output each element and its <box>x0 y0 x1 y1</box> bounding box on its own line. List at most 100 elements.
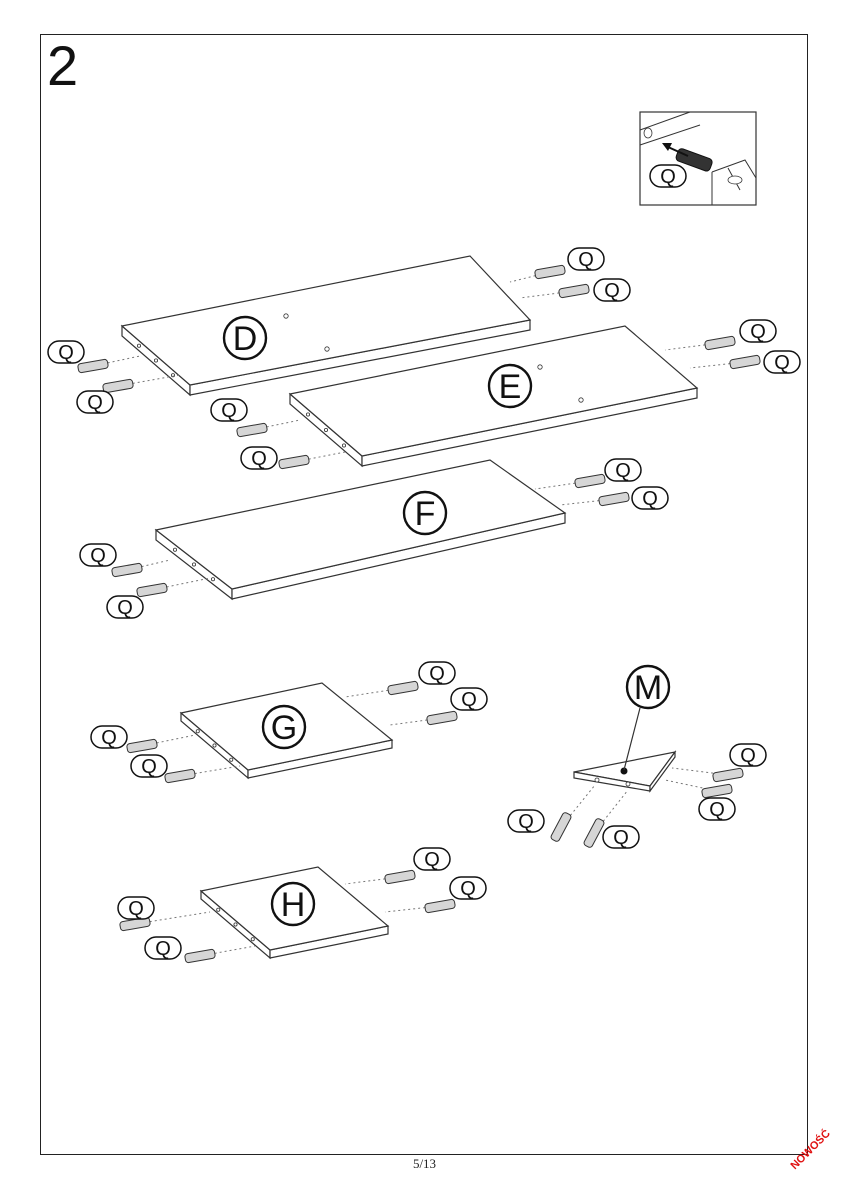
dowel <box>164 765 241 784</box>
q-label-text: Q <box>251 448 267 470</box>
dowel-guide-line <box>593 789 629 834</box>
dowel-pin <box>77 358 109 374</box>
q-label-text: Q <box>740 745 756 767</box>
edge-hole <box>625 781 631 787</box>
q-label: Q <box>604 458 642 482</box>
q-label-oval <box>763 350 801 374</box>
q-label-oval <box>144 936 182 960</box>
q-label-oval <box>418 661 456 685</box>
q-label-oval <box>117 896 155 920</box>
dowel-pin <box>136 582 168 598</box>
board-top <box>288 325 699 457</box>
part-label-f: F <box>415 495 436 533</box>
q-label-oval <box>739 319 777 343</box>
q-label-oval <box>507 809 545 833</box>
leader-line <box>623 707 641 771</box>
dowel <box>689 354 761 370</box>
q-label: Q <box>593 278 631 302</box>
q-label: Q <box>631 486 669 510</box>
dowel <box>344 680 419 698</box>
dowel-pin <box>558 283 590 299</box>
dowel-pin <box>712 767 744 783</box>
dowel <box>136 577 211 598</box>
dowel-guide-line <box>293 451 346 463</box>
board-h: H <box>199 866 390 960</box>
q-label-text: Q <box>461 689 477 711</box>
edge-hole <box>341 443 346 448</box>
dowel <box>111 559 171 578</box>
q-label: Q <box>418 661 456 685</box>
q-label: Q <box>413 847 451 871</box>
q-label: Q <box>450 687 488 711</box>
board-f: F <box>154 459 567 601</box>
q-label-oval <box>450 687 488 711</box>
q-label: Q <box>117 896 155 920</box>
q-label-text: Q <box>117 597 133 619</box>
q-label: Q <box>106 595 144 619</box>
q-label-text: Q <box>709 799 725 821</box>
q-label: Q <box>507 809 545 833</box>
dowel <box>534 473 606 490</box>
board-g: G <box>179 682 394 780</box>
dowel-pin <box>729 354 761 370</box>
q-label-text: Q <box>642 488 658 510</box>
page-frame <box>40 34 808 1155</box>
bracket-m: M <box>573 664 677 793</box>
q-label: Q <box>240 446 278 470</box>
inset-detail <box>639 111 757 206</box>
q-label-oval <box>130 754 168 778</box>
q-label: Q <box>90 725 128 749</box>
dowel <box>389 710 458 726</box>
edge-hole <box>305 412 310 417</box>
part-label-circle <box>402 490 448 536</box>
dowel-pin <box>704 335 736 351</box>
dowel-guide-line <box>664 342 721 351</box>
q-label-text: Q <box>518 811 534 833</box>
q-label-oval <box>240 446 278 470</box>
dowel-pin <box>236 422 268 438</box>
q-label-text: Q <box>141 756 157 778</box>
dowel <box>236 419 301 438</box>
edge-hole <box>250 937 255 942</box>
q-label-oval <box>567 247 605 271</box>
dowel-pin <box>701 783 733 799</box>
dowel-pin <box>574 473 606 489</box>
q-label-text: Q <box>615 460 631 482</box>
dowel-pin <box>426 710 458 726</box>
q-label-text: Q <box>155 938 171 960</box>
dowel <box>550 784 596 842</box>
q-label: Q <box>76 390 114 414</box>
board-top <box>199 866 390 951</box>
edge-hole <box>136 343 141 348</box>
edge-hole <box>594 777 600 783</box>
q-label-oval <box>649 164 687 188</box>
part-label-d: D <box>233 320 258 358</box>
dowel-pin <box>583 818 605 848</box>
q-label-text: Q <box>604 280 620 302</box>
dowel-guide-line <box>689 361 746 369</box>
dowel-pin <box>550 812 572 842</box>
part-label-circle <box>270 881 316 927</box>
dowel-guide-line <box>519 290 575 299</box>
dowel <box>519 283 590 299</box>
dowel <box>278 451 346 470</box>
q-label-oval <box>729 743 767 767</box>
dowel <box>184 945 256 964</box>
q-label-oval <box>76 390 114 414</box>
dowel <box>671 767 744 783</box>
q-label: Q <box>763 350 801 374</box>
board-top <box>154 459 567 590</box>
page-number: 5/13 <box>412 1156 437 1171</box>
dowel-pin <box>111 562 143 578</box>
step-number: 2 <box>47 34 79 97</box>
edge-hole <box>212 743 217 748</box>
q-label-text: Q <box>101 727 117 749</box>
dowel-pin <box>534 264 566 280</box>
q-label-inset: Q <box>649 164 687 188</box>
dowel-guide-line <box>560 784 596 828</box>
q-label-oval <box>449 876 487 900</box>
dowel-guide-line <box>126 559 171 571</box>
dowel-pin <box>598 491 630 507</box>
dowel-guide-line <box>534 480 591 490</box>
board-d: D <box>120 255 532 397</box>
